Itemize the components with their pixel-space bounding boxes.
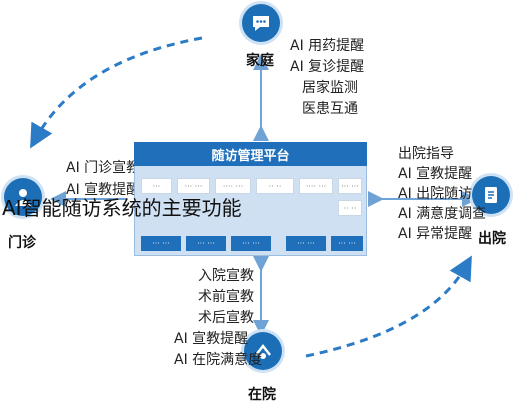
platform-title: 随访管理平台: [134, 142, 367, 166]
platform-button[interactable]: ··· ···: [331, 236, 363, 251]
inpatient-item: 入院宣教: [198, 268, 254, 284]
platform-button[interactable]: ··· ···: [186, 236, 226, 251]
home-label: 家庭: [246, 53, 274, 69]
platform-button[interactable]: ··· ···: [141, 236, 181, 251]
platform-cell: ···: [141, 178, 172, 194]
platform-button[interactable]: ··· ···: [231, 236, 271, 251]
home-node-icon: [242, 4, 280, 42]
discharge-item: AI 出院随访: [398, 186, 473, 202]
inpatient-item: AI 在院满意度: [174, 352, 263, 368]
platform-cell: ···· ···: [299, 178, 333, 194]
arrow-home-to-outpatient: [30, 36, 203, 149]
platform-cell: ·· ··: [256, 178, 294, 194]
outpatient-item: AI 宣教提醒: [66, 182, 141, 198]
discharge-label: 出院: [478, 231, 506, 247]
platform-cell: ···· ···: [215, 178, 251, 194]
discharge-item: 出院指导: [398, 146, 454, 162]
inpatient-item: 术前宣教: [198, 289, 254, 305]
outpatient-node-icon: [4, 178, 42, 216]
inpatient-label: 在院: [248, 387, 276, 403]
discharge-item: AI 满意度调查: [398, 206, 487, 222]
home-item: AI 用药提醒: [290, 38, 365, 54]
home-item: 医患互通: [302, 101, 358, 117]
platform-cell: ·· ··: [338, 200, 362, 216]
platform-button[interactable]: ··· ···: [286, 236, 326, 251]
outpatient-items: AI 门诊宣教 AI 宣教提醒: [66, 160, 140, 198]
inpatient-node-icon: [244, 332, 282, 370]
home-items: AI 用药提醒 AI 复诊提醒 居家监测 医患互通: [290, 38, 364, 117]
overlay-title: AI智能随访系统的主要功能: [2, 196, 242, 220]
home-item: AI 复诊提醒: [290, 59, 365, 75]
outpatient-label: 门诊: [8, 235, 36, 251]
platform-cell: ··· ···: [177, 178, 210, 194]
discharge-item: AI 异常提醒: [398, 226, 473, 242]
discharge-items: 出院指导 AI 宣教提醒 AI 出院随访 AI 满意度调查 AI 异常提醒: [398, 146, 486, 242]
home-item: 居家监测: [302, 80, 358, 96]
platform-cell: ··· ···: [338, 178, 362, 194]
outpatient-item: AI 门诊宣教: [66, 160, 141, 176]
discharge-node-icon: [472, 176, 510, 214]
discharge-item: AI 宣教提醒: [398, 166, 473, 182]
inpatient-item: AI 宣教提醒: [174, 331, 249, 347]
inpatient-items: 入院宣教 术前宣教 术后宣教 AI 宣教提醒 AI 在院满意度: [174, 268, 262, 368]
arrow-inpatient-to-discharge: [305, 255, 472, 358]
inpatient-item: 术后宣教: [198, 310, 254, 326]
